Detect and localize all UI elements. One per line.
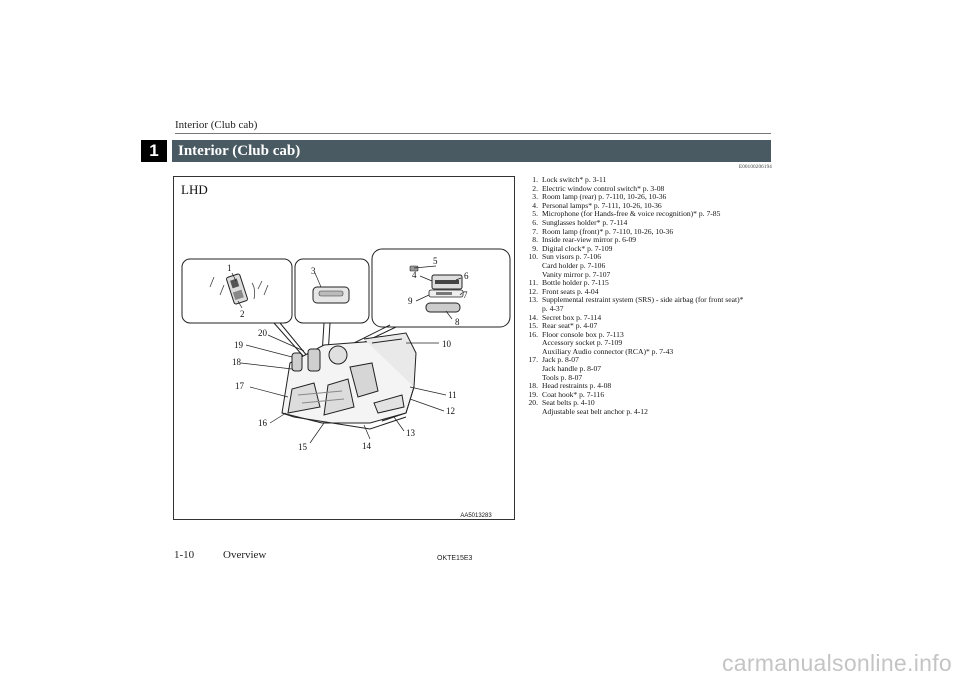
footer-code: OKTE15E3	[437, 555, 473, 562]
door-switch-inset	[181, 258, 293, 324]
callout-13: 13	[406, 428, 416, 438]
list-item: 19.Coat hook* p. 7-116	[528, 389, 605, 399]
list-item: 12.Front seats p. 4-04	[528, 286, 599, 296]
callout-10: 10	[442, 339, 452, 349]
callout-8: 8	[455, 317, 460, 327]
callout-14: 14	[362, 441, 372, 451]
callout-1: 1	[227, 263, 232, 273]
callout-6: 6	[464, 271, 469, 281]
drive-label: LHD	[181, 182, 208, 197]
component-list: 1.Lock switch* p. 3-11 2.Electric window…	[519, 175, 779, 417]
list-item: 11.Bottle holder p. 7-115	[528, 278, 609, 288]
section-title-bar	[172, 140, 771, 162]
list-item: 14.Secret box p. 7-114	[528, 312, 602, 322]
list-item: 8.Inside rear-view mirror p. 6-09	[532, 235, 637, 245]
callout-15: 15	[298, 442, 308, 452]
chapter-tab: 1	[141, 140, 167, 162]
watermark: carmanualsonline.info	[721, 650, 952, 676]
header-rule	[175, 133, 771, 134]
callout-12: 12	[446, 406, 455, 416]
list-item: 5.Microphone (for Hands-free & voice rec…	[532, 209, 721, 219]
overhead-console-inset	[371, 248, 511, 328]
list-item: 6.Sunglasses holder* p. 7-114	[532, 217, 628, 227]
page-number: 1-10	[174, 549, 195, 561]
list-item: 13.Supplemental restraint system (SRS) -…	[528, 295, 744, 313]
rear-lamp-inset	[294, 258, 370, 324]
list-item: 2.Electric window control switch* p. 3-0…	[532, 183, 665, 193]
callout-7: 7	[463, 290, 468, 300]
interior-illustration: LHD AA5013283	[181, 182, 511, 519]
figure-code: AA5013283	[460, 513, 492, 519]
list-item: 3.Room lamp (rear) p. 7-110, 10-26, 10-3…	[532, 192, 667, 202]
footer-section: Overview	[223, 549, 267, 561]
vehicle-interior	[281, 332, 417, 430]
callout-5: 5	[433, 256, 438, 266]
callout-19: 19	[234, 340, 244, 350]
leader-lines	[231, 265, 463, 444]
list-item: 18.Head restraints p. 4-08	[528, 381, 612, 391]
list-item: 1.Lock switch* p. 3-11	[532, 175, 607, 184]
callout-3: 3	[311, 266, 316, 276]
list-item: 9.Digital clock* p. 7-109	[532, 243, 613, 253]
list-item: 4.Personal lamps* p. 7-111, 10-26, 10-36	[532, 200, 662, 210]
callout-4: 4	[412, 270, 417, 280]
callout-2: 2	[240, 309, 245, 319]
list-item: 7.Room lamp (front)* p. 7-110, 10-26, 10…	[532, 226, 674, 236]
interior-figure: LHD AA5013283	[173, 176, 515, 520]
section-code: E00100206194	[739, 165, 772, 170]
callout-9: 9	[408, 296, 413, 306]
callout-numbers: 1 2 3 4 5 6 7 8 9 10 11 12 13 14 15 16 1…	[227, 256, 469, 452]
running-head: Interior (Club cab)	[175, 119, 258, 131]
callout-20: 20	[258, 328, 268, 338]
callout-11: 11	[448, 390, 457, 400]
callout-16: 16	[258, 418, 268, 428]
section-title: Interior (Club cab)	[178, 143, 301, 159]
callout-18: 18	[232, 357, 242, 367]
callout-17: 17	[235, 381, 245, 391]
list-item: 15.Rear seat* p. 4-07	[528, 321, 598, 331]
